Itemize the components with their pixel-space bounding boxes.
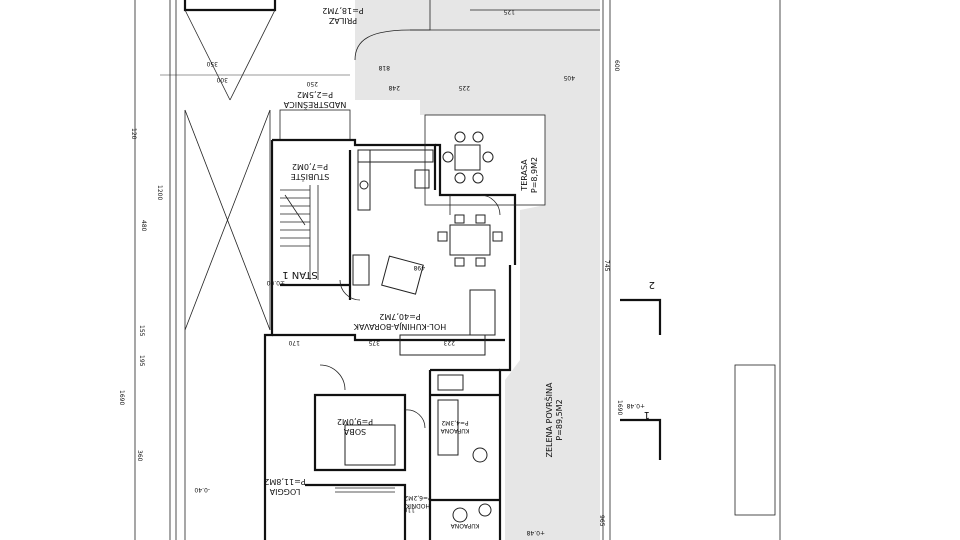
dim-1690: 1690 bbox=[118, 390, 125, 405]
dim-818: 818 bbox=[378, 64, 390, 71]
dim-745: 745 bbox=[603, 260, 610, 272]
level-3: -0.40 bbox=[194, 486, 210, 493]
dim-170: 170 bbox=[288, 339, 300, 346]
level-4: +0.48 bbox=[526, 529, 545, 536]
loggia-area: P=11,8M2 bbox=[264, 477, 305, 486]
kupaona2-name: KUPAONA bbox=[450, 522, 480, 529]
marker-1: 1 bbox=[644, 409, 650, 420]
kupaona-name: KUPAONA bbox=[440, 427, 470, 434]
soba-name: SOBA bbox=[343, 427, 366, 436]
level-2: +0.48 bbox=[626, 402, 645, 409]
dim-600: 600 bbox=[613, 60, 620, 72]
hodnik-name: HODNIK bbox=[405, 502, 430, 509]
nadstresnica-outline bbox=[279, 109, 351, 141]
dim-155: 155 bbox=[138, 325, 145, 337]
dim-1690b: 1690 bbox=[616, 400, 623, 415]
section-markers bbox=[620, 0, 781, 540]
building-walls bbox=[263, 138, 517, 540]
dim-195: 195 bbox=[138, 355, 145, 367]
dim-300: 300 bbox=[216, 76, 228, 83]
furniture bbox=[335, 131, 503, 523]
hol-area: P=40,7M2 bbox=[379, 312, 420, 321]
dim-405: 405 bbox=[563, 74, 575, 81]
zelena-area: P=89,5M2 bbox=[555, 399, 564, 440]
dim-225: 225 bbox=[458, 84, 470, 91]
dimension-labels: 300 250 818 350 1200 480 1690 360 155 12… bbox=[118, 8, 623, 527]
prilaz-area: P=18,7M2 bbox=[322, 6, 363, 15]
stubiste-area: P=7,0M2 bbox=[292, 162, 328, 171]
terasa-name: TERASA bbox=[520, 159, 529, 192]
prilaz-name: PRILAZ bbox=[328, 16, 357, 25]
plot-border bbox=[134, 0, 611, 540]
dim-125: 125 bbox=[503, 8, 515, 15]
nadstresnica-name: NADSTREŠNICA bbox=[283, 100, 346, 111]
stan-name: STAN 1 bbox=[282, 269, 318, 280]
stairs bbox=[280, 185, 319, 280]
door-swings bbox=[319, 194, 501, 429]
dim-350: 350 bbox=[206, 60, 218, 67]
green-area-hatch bbox=[355, 0, 600, 540]
terasa-area: P=8,9M2 bbox=[530, 157, 539, 193]
hodnik-area: P=6,2M2 bbox=[404, 494, 431, 501]
dim-965: 965 bbox=[598, 515, 605, 527]
terasa-outline bbox=[424, 114, 546, 206]
stubiste-name: STUBIŠTE bbox=[291, 172, 330, 183]
loggia-name: LOGGIA bbox=[269, 487, 300, 496]
dim-223: 223 bbox=[443, 339, 455, 346]
marker-2: 2 bbox=[649, 279, 655, 290]
room-labels: PRILAZ P=18,7M2 NADSTREŠNICA P=2,5M2 STU… bbox=[264, 6, 564, 529]
dim-480: 480 bbox=[140, 220, 147, 232]
kupaona-area: P=4,3M2 bbox=[441, 419, 468, 426]
soba-area: P=9,0M2 bbox=[337, 417, 373, 426]
zelena-name: ZELENA POVRŠINA bbox=[543, 382, 554, 457]
nadstresnica-area: P=2,5M2 bbox=[297, 90, 333, 99]
hol-name: HOL-KUHINJA-BORAVAK bbox=[353, 322, 446, 331]
dim-110: 110 bbox=[403, 506, 415, 513]
dim-248: 248 bbox=[388, 84, 400, 91]
dim-120: 120 bbox=[130, 128, 137, 140]
dim-375: 375 bbox=[368, 339, 380, 346]
marker-labels: 2 1 ±0.00 +0.48 -0.40 +0.48 bbox=[194, 279, 655, 536]
dim-250: 250 bbox=[306, 80, 318, 87]
dim-1200: 1200 bbox=[156, 185, 163, 200]
level-1: ±0.00 bbox=[266, 279, 285, 286]
dim-498: 498 bbox=[413, 264, 425, 271]
prilaz-area bbox=[183, 0, 600, 101]
dim-360: 360 bbox=[136, 450, 143, 462]
ramp-lines bbox=[160, 74, 350, 540]
